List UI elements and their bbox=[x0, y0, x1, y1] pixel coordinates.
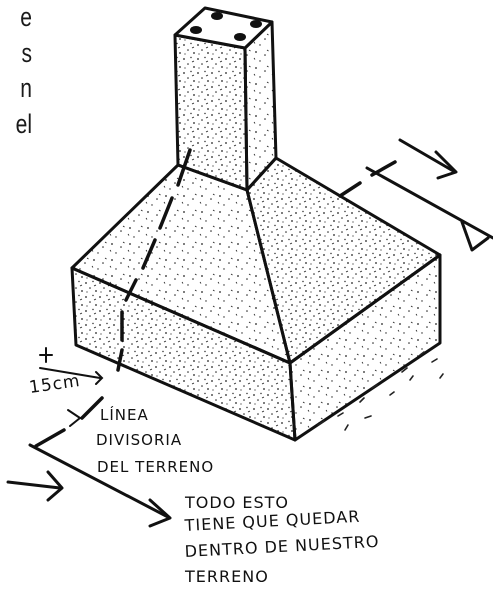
right-arrows bbox=[365, 138, 493, 252]
distance-label: 15cm bbox=[28, 371, 82, 398]
cropped-paragraph-text: e s n el bbox=[0, 0, 32, 142]
note-label: TODO ESTO TIENE QUE QUEDAR DENTRO DE NUE… bbox=[183, 493, 380, 586]
note-line-4: TERRENO bbox=[184, 567, 269, 586]
paragraph-line-4: el bbox=[15, 108, 32, 139]
rebar-dot bbox=[250, 20, 262, 28]
rebar-dot bbox=[234, 33, 246, 41]
boundary-label-line-1: LÍNEA bbox=[100, 405, 149, 424]
boundary-label-line-3: DEL TERRENO bbox=[97, 458, 214, 476]
note-line-1: TODO ESTO bbox=[184, 493, 289, 512]
column-right-face bbox=[243, 20, 278, 192]
ground-texture bbox=[317, 351, 444, 431]
property-boundary-line bbox=[34, 148, 397, 448]
column-top-face bbox=[173, 6, 274, 50]
paragraph-line-3: n bbox=[20, 73, 32, 103]
paragraph-line-2: s bbox=[21, 37, 32, 68]
left-arrows bbox=[6, 443, 172, 528]
boundary-line-label: LÍNEA DIVISORIA DEL TERRENO bbox=[96, 405, 214, 476]
note-line-3: DENTRO DE NUESTRO bbox=[184, 532, 380, 561]
paragraph-line-1: e bbox=[20, 2, 32, 32]
rebar-dot bbox=[190, 26, 202, 34]
dimension-15cm-marks bbox=[39, 347, 104, 427]
boundary-label-line-2: DIVISORIA bbox=[96, 431, 182, 449]
rebar-dot bbox=[211, 12, 223, 20]
